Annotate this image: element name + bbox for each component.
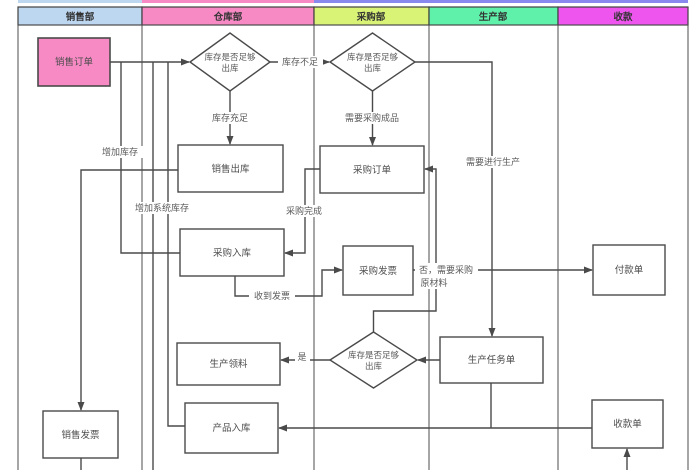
node-stock-check2: [328, 32, 417, 92]
lane-title-production: 生产部: [479, 11, 508, 23]
node-receipt-order-label: 收款单: [613, 418, 642, 430]
node-stock-check1: [188, 32, 272, 92]
node-stock-check3-line2: 出库: [365, 361, 383, 372]
node-purchase-inbound-label: 采购入库: [213, 247, 252, 259]
edge-label-invoice-received: 收到发票: [254, 290, 290, 302]
node-sales-order-label: 销售订单: [55, 56, 94, 68]
node-stock-check3: [328, 331, 419, 389]
edge-label-need-production: 需要进行生产: [466, 156, 520, 168]
node-purchase-inbound: [179, 228, 285, 277]
node-product-inbound: [184, 402, 279, 454]
edge-check3-no-to-purchase-order: [372, 165, 437, 332]
node-production-picking: [176, 342, 281, 386]
top-strip-sales: [18, 0, 142, 3]
node-sales-outbound: [177, 144, 284, 193]
node-stock-check2-line2: 出库: [364, 63, 382, 74]
edge-label-increase-stock: 增加库存: [102, 146, 138, 158]
node-stock-check3-line1: 库存是否足够: [348, 350, 400, 361]
edge-label-sufficient: 库存充足: [212, 112, 248, 124]
edge-labels: 库存不足 库存充足 需要采购成品 需要进行生产 增加库存 增加系统库存 采购完成…: [97, 56, 526, 363]
node-production-task-label: 生产任务单: [468, 354, 516, 366]
top-strip-right: [314, 0, 688, 3]
node-stock-check1-line1: 库存是否足够: [204, 52, 256, 63]
edge-label-no-raw-line2: 原材料: [420, 277, 447, 289]
lane-title-sales: 销售部: [66, 11, 95, 23]
node-stock-check1-line2: 出库: [221, 63, 239, 74]
node-production-task: [439, 336, 544, 384]
edge-label-purchase-done: 采购完成: [286, 205, 322, 217]
node-sales-invoice-label: 销售发票: [61, 429, 100, 441]
node-purchase-order-label: 采购订单: [353, 164, 392, 176]
node-stock-check2-line1: 库存是否足够: [347, 52, 399, 63]
top-strip-warehouse: [142, 0, 314, 3]
edge-label-no-raw-line1: 否，需要采购: [419, 264, 473, 276]
edge-increase-system-stock: [167, 62, 185, 427]
node-sales-outbound-label: 销售出库: [211, 163, 250, 175]
edge-label-insufficient: 库存不足: [282, 56, 318, 68]
label-bg-sufficient: [207, 112, 252, 124]
label-bg-increase-stock: [97, 146, 143, 158]
label-bg-need-production: [461, 156, 526, 168]
label-bg-invoice-received: [249, 290, 295, 302]
edge-label-yes: 是: [297, 352, 306, 363]
edge-label-need-purchase-goods: 需要采购成品: [345, 112, 399, 124]
lane-grid: [17, 24, 689, 470]
label-bg-increase-system: [129, 202, 195, 214]
lane-title-collection: 收款: [613, 11, 633, 23]
node-product-inbound-label: 产品入库: [212, 422, 251, 434]
node-purchase-invoice: [342, 245, 414, 296]
node-sales-order: [37, 37, 111, 87]
label-bg-need-purchase-goods: [340, 112, 405, 124]
node-sales-invoice: [42, 410, 119, 459]
lane-title-purchasing: 采购部: [356, 11, 386, 23]
label-bg-purchase-done: [281, 205, 327, 217]
edge-sales-outbound-to-sales-invoice: [77, 169, 178, 411]
node-receipt-order: [591, 399, 664, 449]
node-purchase-invoice-label: 采购发票: [359, 265, 398, 277]
node-payment-order: [592, 244, 666, 296]
edge-label-increase-system: 增加系统库存: [135, 202, 189, 214]
label-bg-no-raw: [415, 263, 478, 289]
edge-purchase-inbound-to-purchase-invoice: [234, 266, 343, 297]
node-payment-order-label: 付款单: [615, 264, 644, 276]
lane-title-warehouse: 仓库部: [213, 11, 243, 23]
edge-increase-stock: [120, 62, 180, 254]
label-bg-insufficient: [278, 56, 323, 68]
top-strip: [18, 0, 688, 3]
lane-headers: 销售部 仓库部 采购部 生产部 收款: [17, 6, 689, 26]
node-purchase-order: [319, 145, 425, 194]
label-bg-yes: [295, 351, 310, 363]
edge-check2-to-production-task: [415, 61, 496, 337]
node-production-picking-label: 生产领料: [209, 358, 248, 370]
nodes: 销售订单 库存是否足够 出库 库存是否足够 出库 销售出库 采购订单 采购入库 …: [37, 32, 666, 459]
